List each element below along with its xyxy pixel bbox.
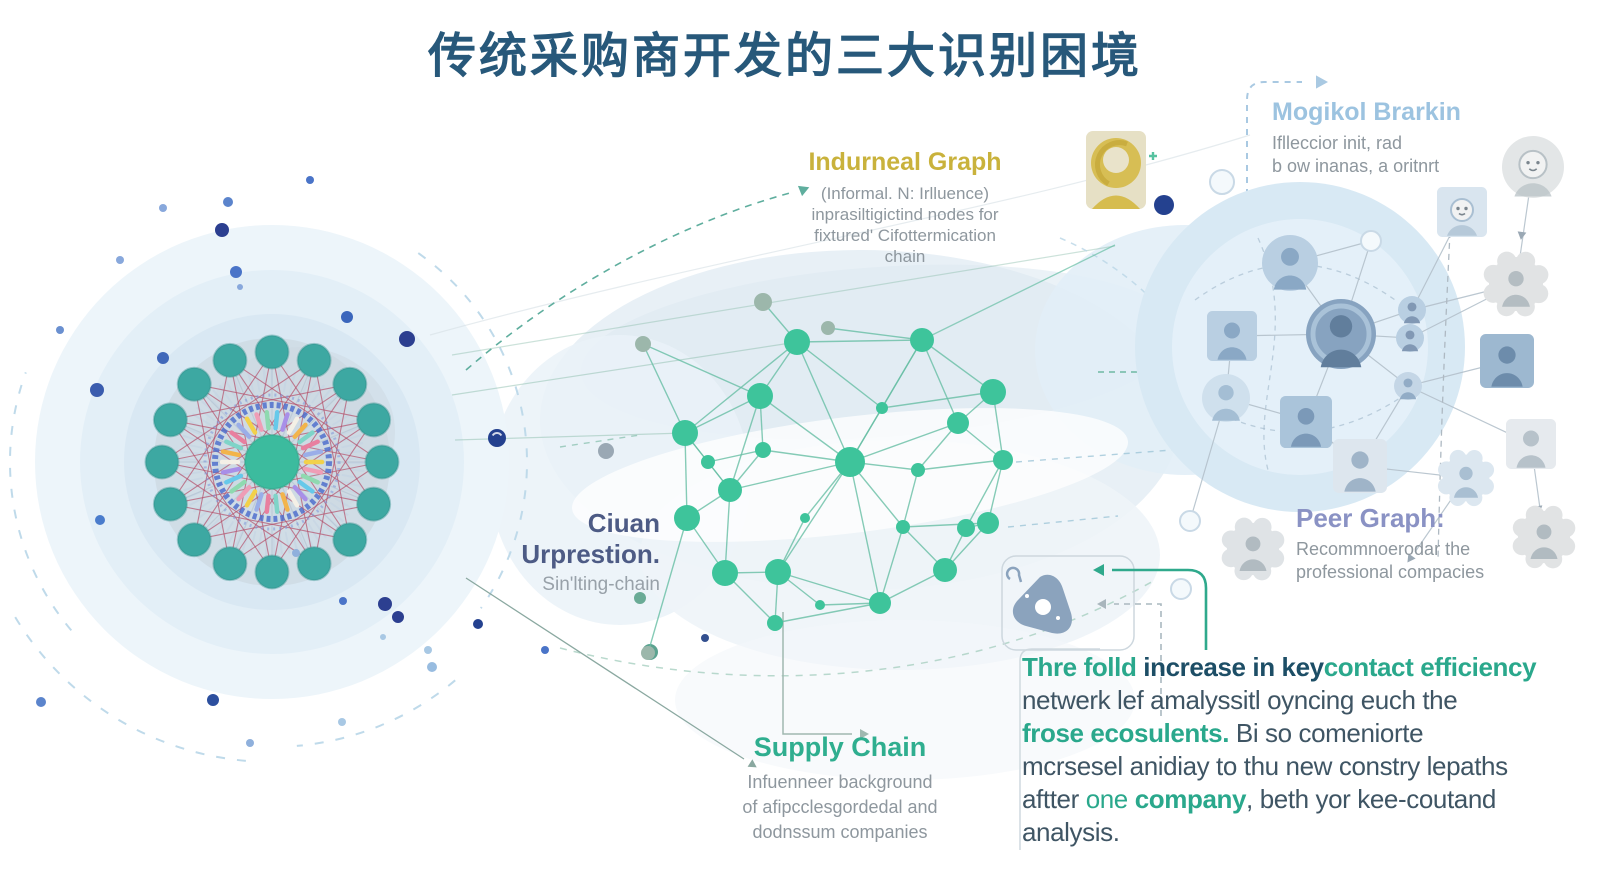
supply-chain-label: Supply Chain Infuenneer background of af…	[700, 732, 980, 845]
people-network-graphic	[1135, 136, 1576, 600]
supply-chain-title: Supply Chain	[753, 732, 927, 762]
peer-graph-line: Recommnoerodar the	[1296, 539, 1471, 559]
callout-highlight: contact efficiency	[1323, 652, 1537, 682]
person-avatar-icon	[1398, 296, 1426, 324]
person-avatar-icon	[1506, 419, 1556, 469]
gear-avatar-icon	[1221, 517, 1285, 581]
radial-network-graphic	[9, 176, 1452, 762]
supply-chain-line: dodnssum companies	[752, 822, 928, 842]
magical-brain-line: Iflleccior init, rad	[1272, 133, 1403, 153]
callout-line: mcrsesel anidiay to thu new constry lepa…	[1022, 751, 1508, 781]
person-avatar-icon	[1333, 439, 1387, 493]
supply-chain-line: Infuenneer background	[747, 772, 933, 792]
callout-line: , beth yor kee-coutand	[1246, 784, 1496, 814]
informal-graph-line: fixtured' Cifottermication	[814, 226, 996, 245]
person-avatar-icon	[1480, 334, 1534, 388]
decorative-icons	[1001, 131, 1208, 850]
chain-impression-label: Ciuan Urprestion. Sin'lting-chain	[430, 508, 660, 595]
informal-graph-line: inprasiltigictind nodes for	[811, 205, 999, 224]
peer-graph-title: Peer Graph:	[1296, 503, 1445, 533]
callout-text: Thre folld increase in keycontact effici…	[1022, 652, 1582, 850]
callout-line: netwerk lef amalyssitl oyncing euch the	[1022, 685, 1458, 715]
person-avatar-icon	[1502, 136, 1564, 198]
gear-avatar-icon	[1483, 251, 1549, 317]
person-avatar-icon	[1207, 311, 1257, 361]
callout-line: aftter	[1022, 784, 1086, 814]
page-title: 传统采购商开发的三大识别困境	[427, 30, 1142, 83]
person-avatar-icon	[1280, 396, 1332, 448]
callout-strong: increase in key	[1136, 652, 1324, 682]
person-avatar-icon	[1202, 374, 1250, 422]
warning-triangle-icon	[1001, 555, 1135, 651]
background-washes	[490, 225, 1335, 780]
callout-highlight: company	[1134, 784, 1247, 814]
magical-brain-label: Mogikol Brarkin Iflleccior init, rad b o…	[1272, 98, 1552, 178]
person-avatar-icon	[1262, 235, 1318, 291]
callout-line: Bi so comeniorte	[1229, 718, 1424, 748]
person-avatar-icon	[1394, 372, 1422, 400]
person-avatar-icon	[1396, 324, 1424, 352]
chain-impression-subtitle: Sin'lting-chain	[542, 574, 660, 595]
mesh-network-graphic	[635, 244, 1116, 660]
magical-brain-title: Mogikol Brarkin	[1272, 98, 1461, 126]
magical-brain-line: b ow inanas, a oritnrt	[1272, 156, 1440, 176]
person-avatar-icon	[1306, 299, 1376, 369]
gear-avatar-icon	[1512, 505, 1576, 569]
portrait-icon	[1086, 131, 1157, 209]
peer-graph-line: professional compacies	[1296, 562, 1485, 582]
informal-graph-line: chain	[884, 247, 926, 266]
callout-highlight: frose ecosulents.	[1022, 718, 1230, 748]
gear-avatar-icon	[1437, 449, 1495, 507]
supply-chain-line: of afipcclesgordedal and	[742, 797, 938, 817]
peer-graph-label: Peer Graph: Recommnoerodar the professio…	[1296, 503, 1556, 584]
person-avatar-icon	[1437, 187, 1487, 237]
callout-highlight: Thre folld	[1022, 652, 1137, 682]
informal-graph-line: (Informal. N: Irlluence)	[820, 184, 990, 203]
callout-line: analysis.	[1022, 817, 1120, 847]
callout-highlight: one	[1085, 784, 1135, 814]
informal-graph-label: Indurneal Graph (Informal. N: Irlluence)…	[772, 148, 1038, 267]
chain-impression-title: Ciuan	[587, 508, 660, 538]
chain-impression-title: Urprestion.	[521, 539, 660, 569]
informal-graph-title: Indurneal Graph	[808, 148, 1002, 176]
